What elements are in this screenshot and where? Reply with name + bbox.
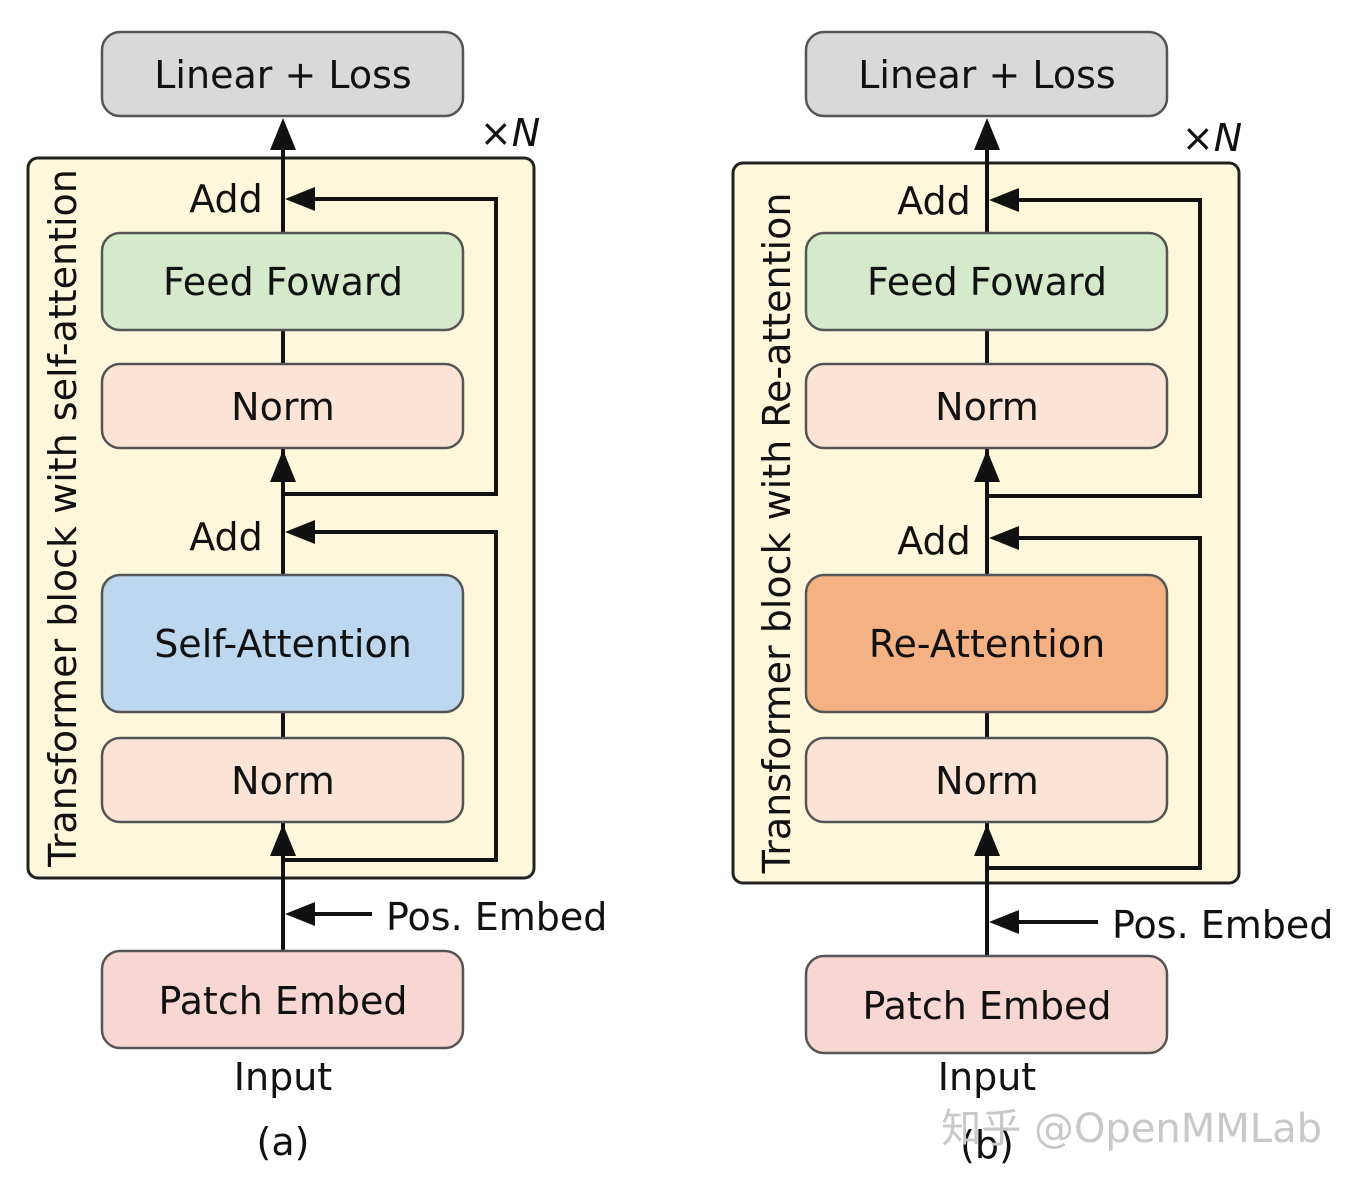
panel-a-residual-loop-2 [283,197,498,496]
panel-a-arrowhead-norm [270,824,296,856]
panel-b-norm-bottom-box [804,736,1169,824]
panel-a-patch-embed-label: Patch Embed [158,979,407,1023]
panel-b-arrowhead-top [974,118,1000,150]
panel-a-arrowhead-mid [270,450,296,482]
panel-b-input-label: Input [938,1055,1036,1099]
panel-b-re-attention-box [804,573,1169,714]
panel-b-patch-embed-label: Patch Embed [862,984,1111,1028]
panel-b-repeat-label: ×N [1182,116,1242,160]
panel-b-norm-top-label: Norm [935,385,1039,429]
panel-a: ×N Transformer block with self-attention… [26,30,607,1164]
panel-a-add-top-label: Add [189,177,263,221]
panel-a-arrowhead-pos [285,902,315,926]
panel-b-add-top-label: Add [897,179,971,223]
panel-a-patch-embed-box [100,949,465,1050]
panel-a-norm-bottom-box [100,736,465,824]
panel-b-norm-top-box [804,362,1169,450]
panel-b-norm-bottom-label: Norm [935,759,1039,803]
panel-a-pos-embed-label: Pos. Embed [386,895,607,939]
panel-b-residual-loop-1 [987,536,1202,870]
panel-a-block-label: Transformer block with self-attention [41,169,85,868]
panel-b-arrowhead-pos [989,910,1019,934]
panel-b-feed-forward-label: Feed Foward [867,260,1107,304]
panel-a-arrowhead-top [270,118,296,150]
panel-a-add-bottom-label: Add [189,515,263,559]
panel-a-input-label: Input [234,1055,332,1099]
panel-b-pos-embed-label: Pos. Embed [1112,903,1333,947]
panel-b-linear-loss-label: Linear + Loss [858,53,1115,97]
panel-b-caption: (b) [960,1123,1014,1167]
panel-a-feed-forward-box [100,231,465,332]
panel-b-re-attention-label: Re-Attention [869,622,1105,666]
panel-b-arrowhead-norm [974,824,1000,856]
panel-a-self-attention-label: Self-Attention [154,622,412,666]
panel-b-patch-embed-box [804,954,1169,1055]
panel-b-add-bottom-label: Add [897,519,971,563]
panel-a-linear-loss-label: Linear + Loss [154,53,411,97]
panel-b: ×N Transformer block with Re-attention L… [731,30,1333,1167]
panel-a-repeat-label: ×N [480,111,540,155]
panel-a-arrowhead-add-top [285,187,315,211]
panel-a-norm-bottom-label: Norm [231,759,335,803]
panel-a-arrowhead-add-bottom [285,520,315,544]
panel-a-linear-loss-box [100,30,465,118]
panel-a-self-attention-box [100,573,465,714]
panel-b-linear-loss-box [804,30,1169,118]
panel-a-feed-forward-label: Feed Foward [163,260,403,304]
panel-a-residual-loop-1 [283,530,498,862]
panel-b-feed-forward-box [804,231,1169,332]
panel-b-residual-loop-2 [987,198,1202,498]
panel-a-caption: (a) [257,1120,310,1164]
panel-b-arrowhead-add-bottom [989,526,1019,550]
panel-b-arrowhead-mid [974,450,1000,482]
panel-b-arrowhead-add-top [989,188,1019,212]
panel-b-block-label: Transformer block with Re-attention [755,193,799,875]
panel-a-norm-top-box [100,362,465,450]
panel-a-norm-top-label: Norm [231,385,335,429]
watermark: 知乎 @OpenMMLab [941,1106,1322,1152]
